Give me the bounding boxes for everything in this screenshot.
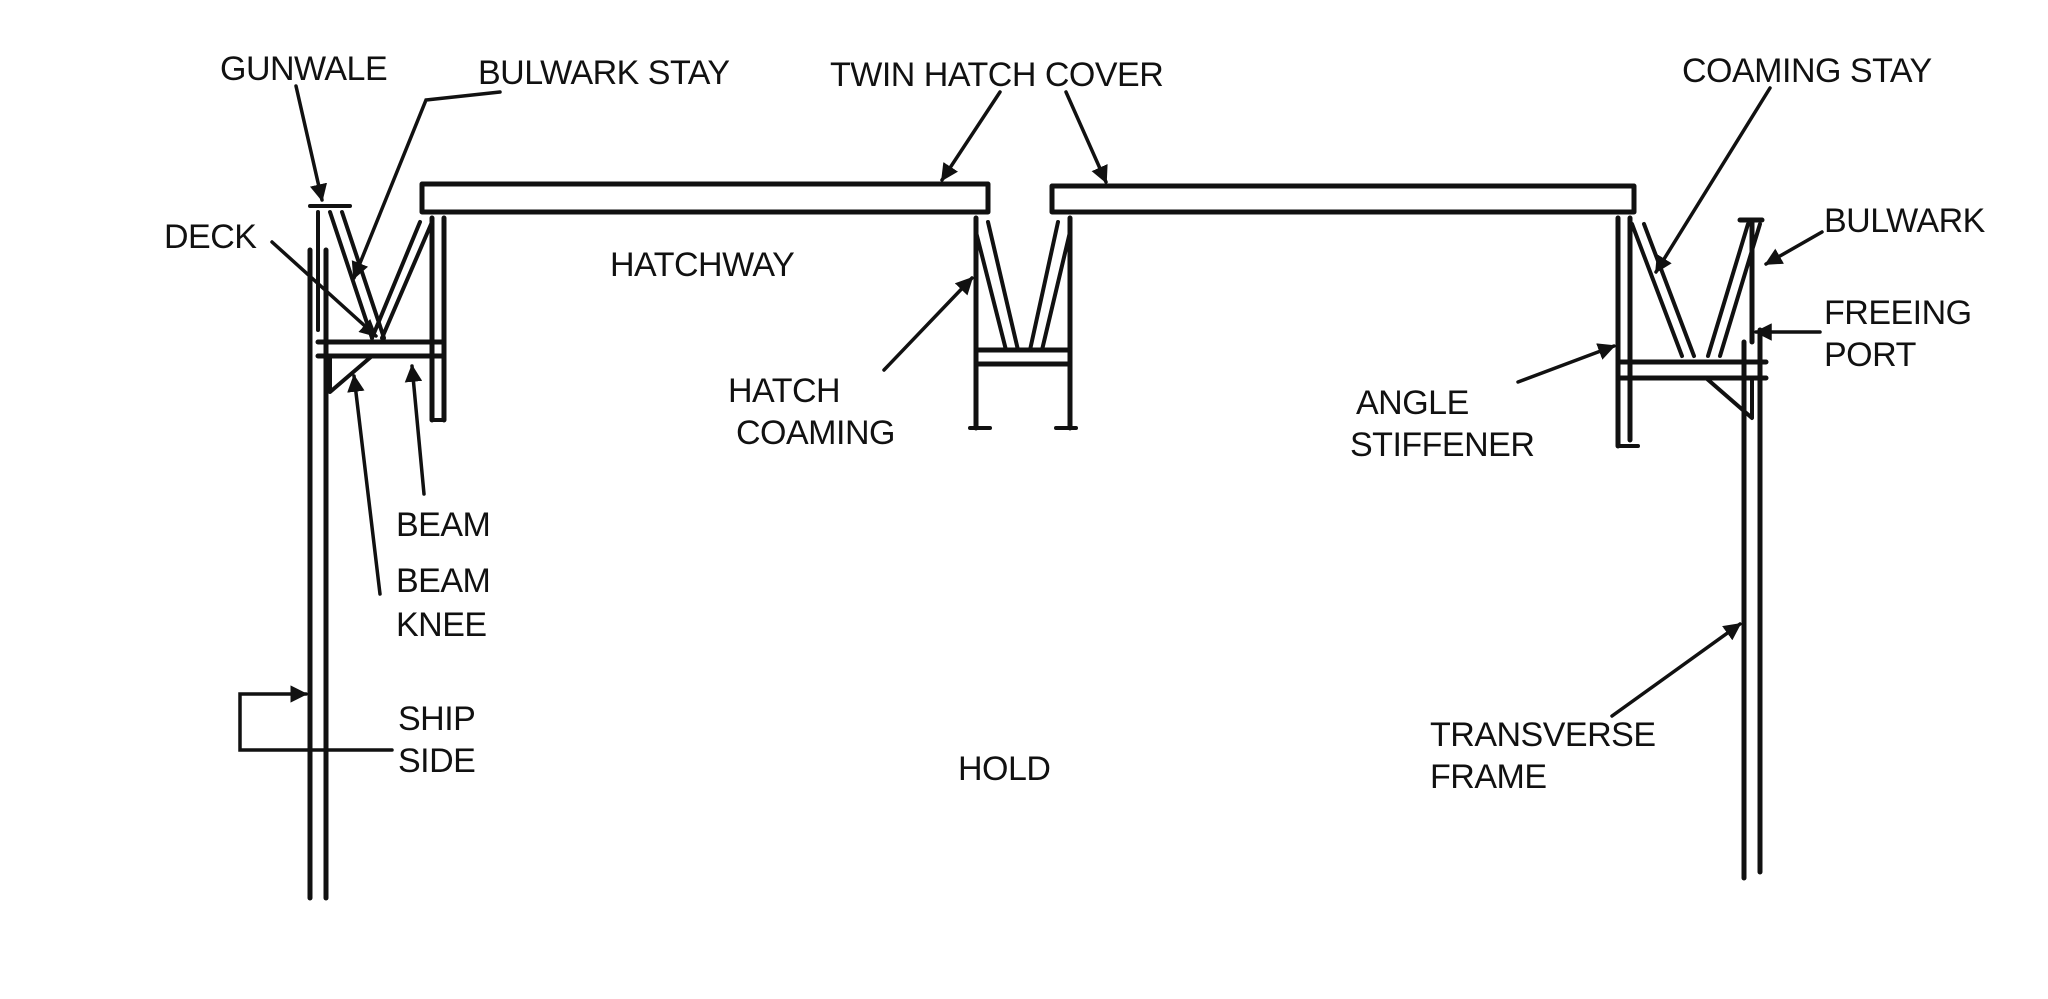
right-coaming-stay-1: [1630, 222, 1684, 358]
label-bulwark: BULWARK: [1824, 202, 1986, 240]
label-angle-stiffener-line1: ANGLE: [1356, 384, 1469, 422]
centre-coaming-stay-1: [986, 220, 1020, 352]
left-ship-side-structure: [307, 204, 447, 901]
bulwark-stay-leader: [351, 90, 502, 280]
beam-knee-leader: [347, 374, 382, 596]
label-twin-hatch-cover: TWIN HATCH COVER: [830, 56, 1163, 94]
label-deck: DECK: [164, 218, 257, 256]
coaming-stay-leader: [1654, 86, 1772, 274]
centre-hatch-coaming: [968, 215, 1078, 431]
label-beam-knee-line1: BEAM: [396, 562, 490, 600]
label-beam-knee-line2: KNEE: [396, 606, 487, 644]
beam-leader: [404, 364, 426, 496]
left-coaming-stay-1: [380, 220, 434, 340]
label-freeing-port-line2: PORT: [1824, 336, 1916, 374]
hatch-coaming-leader: [882, 276, 974, 372]
label-ship-side-line2: SIDE: [398, 742, 475, 780]
angle-stiffener-leader: [1516, 343, 1616, 384]
diagram-labels: GUNWALE BULWARK STAY TWIN HATCH COVER CO…: [164, 50, 1986, 796]
left-bulwark-stay-1: [328, 210, 374, 340]
label-hatchway: HATCHWAY: [610, 246, 794, 284]
centre-coaming-stay-4: [1040, 230, 1072, 352]
label-hatch-coaming-line1: HATCH: [728, 372, 840, 410]
right-angle-bracket: [1704, 376, 1754, 420]
leader-lines: [238, 84, 1824, 752]
twin-hatch-cover-leader-right: [1064, 90, 1108, 184]
label-transverse-frame-line2: FRAME: [1430, 758, 1547, 796]
ship-side-leader: [238, 685, 394, 752]
label-hold: HOLD: [958, 750, 1050, 788]
label-transverse-frame-line1: TRANSVERSE: [1430, 716, 1656, 754]
left-hatch-cover-panel: [419, 181, 991, 215]
label-angle-stiffener-line2: STIFFENER: [1350, 426, 1534, 464]
transverse-frame-leader: [1610, 622, 1742, 718]
right-ship-side-structure: [1615, 215, 1769, 881]
centre-coaming-stay-3: [1028, 220, 1060, 352]
label-freeing-port-line1: FREEING: [1824, 294, 1972, 332]
bulwark-leader: [1764, 230, 1824, 266]
label-bulwark-stay: BULWARK STAY: [478, 54, 730, 92]
left-beam-knee: [328, 354, 374, 394]
twin-hatch-covers: [419, 181, 1637, 215]
right-bulwark-stay-1: [1706, 222, 1750, 358]
gunwale-leader: [294, 84, 328, 202]
left-coaming-stay-2: [370, 220, 422, 340]
label-coaming-stay: COAMING STAY: [1682, 52, 1932, 90]
label-hatch-coaming-line2: COAMING: [736, 414, 895, 452]
right-coaming-stay-2: [1642, 222, 1696, 358]
label-gunwale: GUNWALE: [220, 50, 387, 88]
deck-leader: [270, 240, 378, 338]
centre-coaming-stay-2: [974, 230, 1008, 352]
label-beam: BEAM: [396, 506, 490, 544]
label-ship-side-line1: SHIP: [398, 700, 475, 738]
twin-hatch-cover-leader-left: [940, 90, 1002, 182]
right-hatch-cover-panel: [1049, 183, 1637, 215]
